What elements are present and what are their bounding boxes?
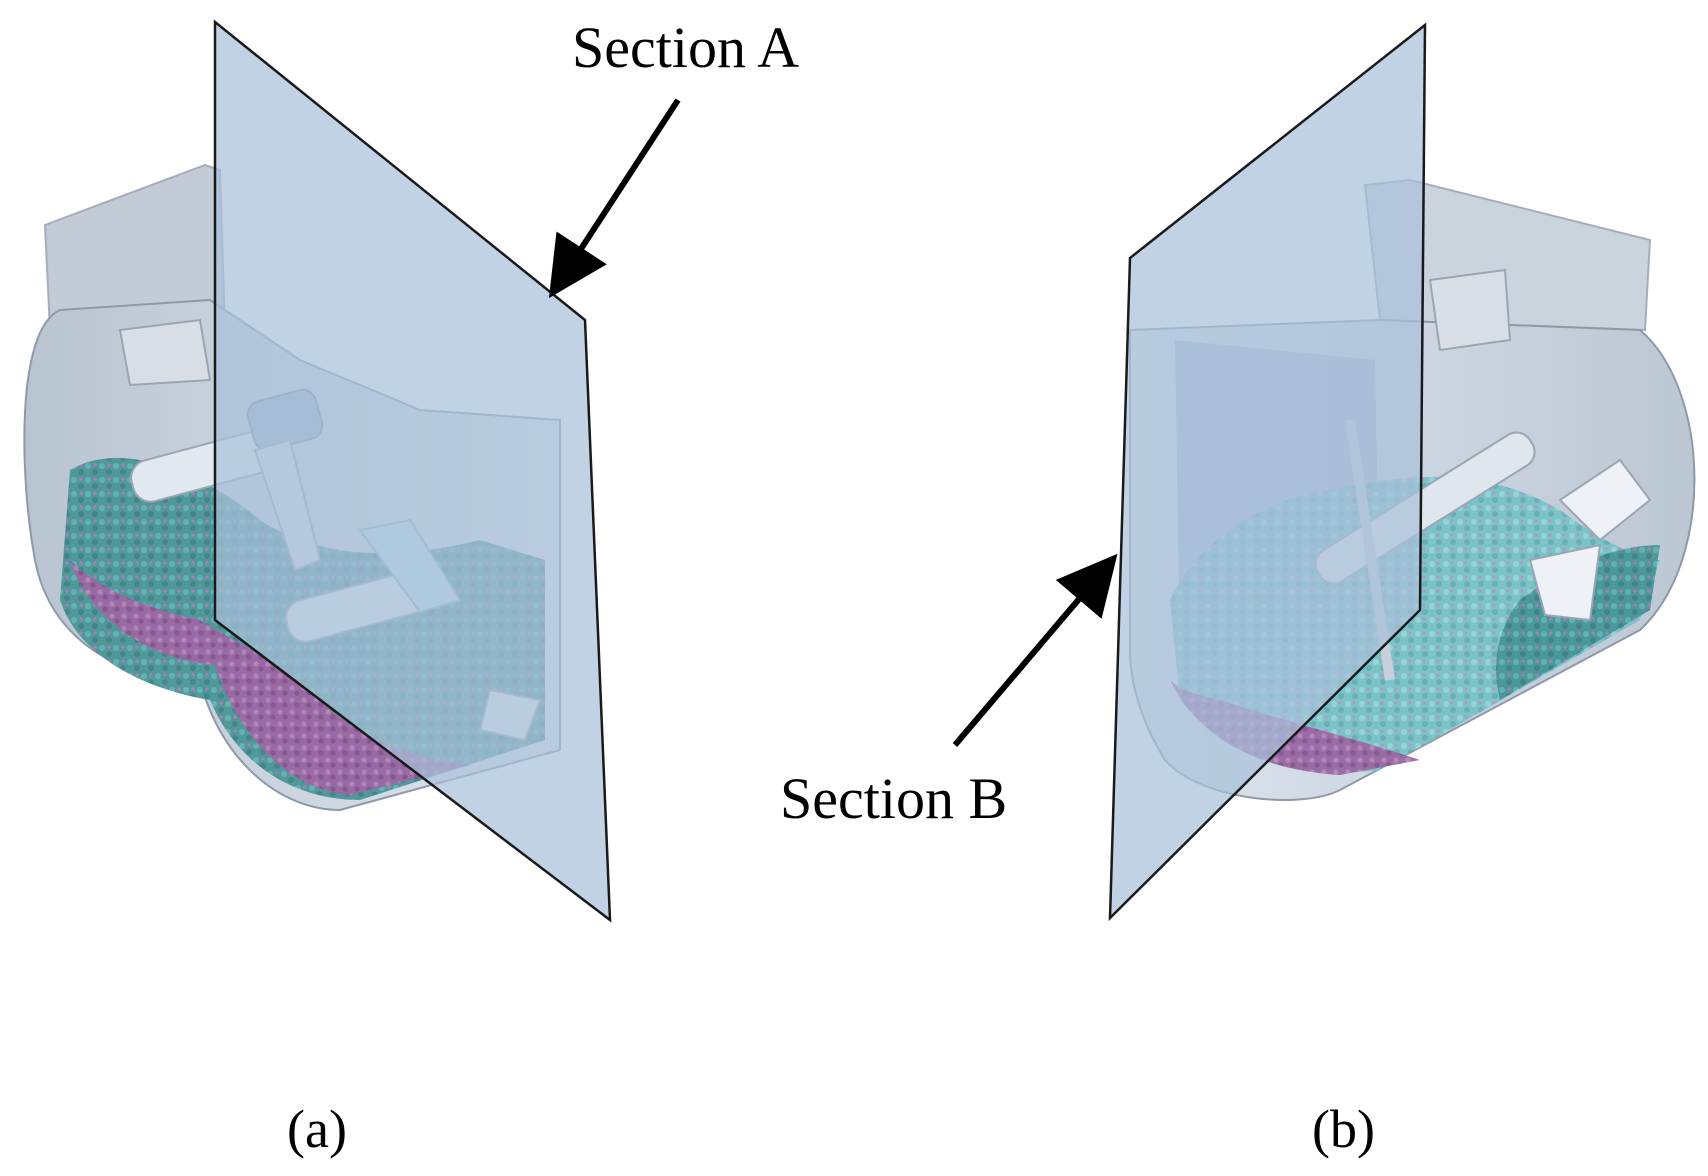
section-b-label: Section B	[780, 766, 1008, 831]
section-a-label: Section A	[572, 15, 800, 80]
panel-a-label: (a)	[287, 1099, 347, 1159]
particle-right-b	[1496, 545, 1660, 700]
panel-b-label: (b)	[1312, 1099, 1375, 1159]
section-plane-b	[1108, 22, 1427, 922]
section-b-arrow	[952, 553, 1118, 747]
section-plane-a	[213, 19, 612, 923]
section-a-arrow	[548, 98, 681, 299]
